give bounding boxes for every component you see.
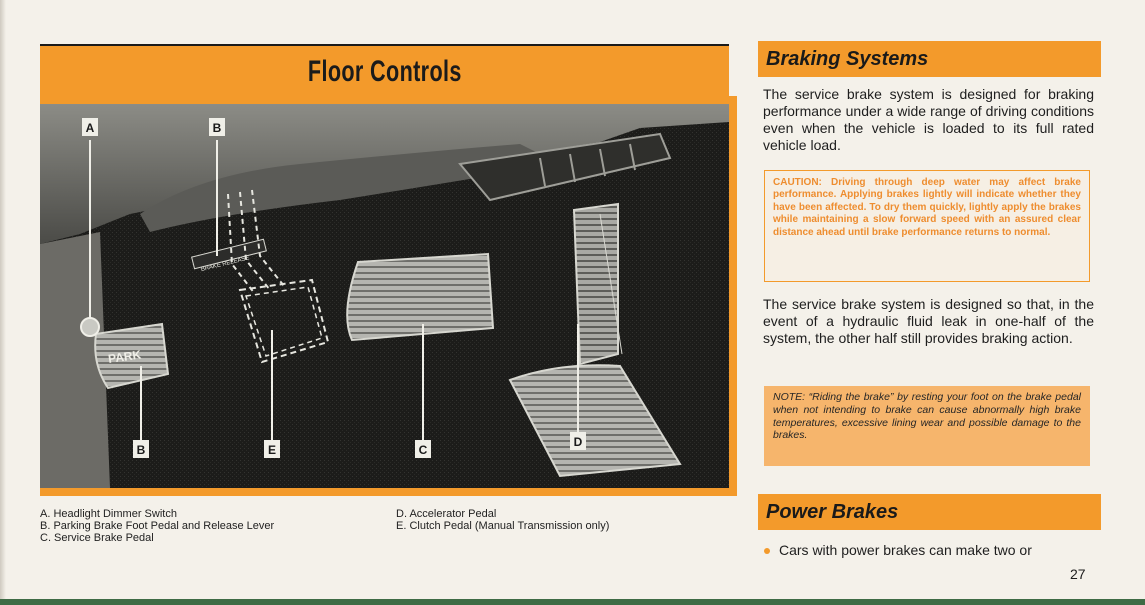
callout-leader-lines (89, 140, 579, 440)
power-brakes-header: Power Brakes (758, 494, 1101, 530)
callout-e-bottom (264, 440, 280, 458)
note-text: NOTE: “Riding the brake” by resting your… (773, 391, 1081, 442)
floor-controls-photo-frame: BRAKE RELEASE PARK (40, 96, 737, 496)
kick-panel-vent (458, 132, 672, 202)
power-brakes-bullet-text: Cars with power brakes can make two or (779, 542, 1032, 558)
callout-d-text: D (574, 435, 583, 449)
callout-e-bottom-text: E (268, 443, 276, 457)
caution-text: CAUTION: Driving through deep water may … (773, 177, 1081, 238)
park-pedal-text: PARK (107, 347, 142, 366)
callout-b-top-text: B (213, 121, 222, 135)
braking-paragraph-2: The service brake system is designed so … (763, 296, 1094, 346)
accelerator-pedal (572, 202, 619, 366)
callout-a-top-text: A (86, 121, 95, 135)
floor-controls-photo: BRAKE RELEASE PARK (40, 104, 729, 488)
callout-b-bottom-text: B (137, 443, 146, 457)
power-brakes-heading: Power Brakes (766, 500, 899, 523)
legend-item: C. Service Brake Pedal (40, 532, 154, 544)
clutch-linkage-dashed (227, 189, 285, 295)
legend-item: A. Headlight Dimmer Switch (40, 508, 177, 520)
steering-column-shadow (140, 144, 560, 232)
page-number: 27 (1070, 566, 1086, 582)
callout-boxes: A B B E C D (82, 118, 586, 458)
brake-release-lever (191, 238, 267, 270)
caution-box: CAUTION: Driving through deep water may … (764, 170, 1090, 282)
callout-b-top (209, 118, 225, 136)
bullet-dot-icon (764, 548, 770, 555)
parking-brake-pedal (94, 322, 170, 390)
clutch-pedal-outline (238, 278, 330, 364)
callout-c-bottom (415, 440, 431, 458)
kick-panel (40, 232, 110, 488)
braking-systems-header: Braking Systems (758, 41, 1101, 77)
callout-b-bottom (133, 440, 149, 458)
page-edge-shadow (0, 0, 6, 605)
power-brakes-bullet: Cars with power brakes can make two or (764, 542, 1032, 559)
floor-controls-banner: Floor Controls (40, 44, 729, 98)
page-bottom-edge (0, 599, 1145, 605)
legend-left: A. Headlight Dimmer Switch B. Parking Br… (40, 508, 274, 544)
vent-louvers (539, 143, 636, 187)
service-brake-pedal (346, 252, 495, 342)
callout-d (570, 432, 586, 450)
floor-controls-title: Floor Controls (307, 55, 462, 88)
braking-paragraph-1: The service brake system is designed for… (763, 86, 1094, 153)
note-box: NOTE: “Riding the brake” by resting your… (764, 386, 1090, 466)
legend-item: B. Parking Brake Foot Pedal and Release … (40, 520, 275, 532)
callout-c-bottom-text: C (419, 443, 428, 457)
braking-systems-heading: Braking Systems (766, 47, 929, 70)
legend-right: D. Accelerator Pedal E. Clutch Pedal (Ma… (396, 508, 609, 532)
headlight-dimmer-switch (80, 317, 100, 337)
callout-a-top (82, 118, 98, 136)
legend-item: E. Clutch Pedal (Manual Transmission onl… (396, 520, 610, 532)
legend-item: D. Accelerator Pedal (396, 508, 497, 520)
